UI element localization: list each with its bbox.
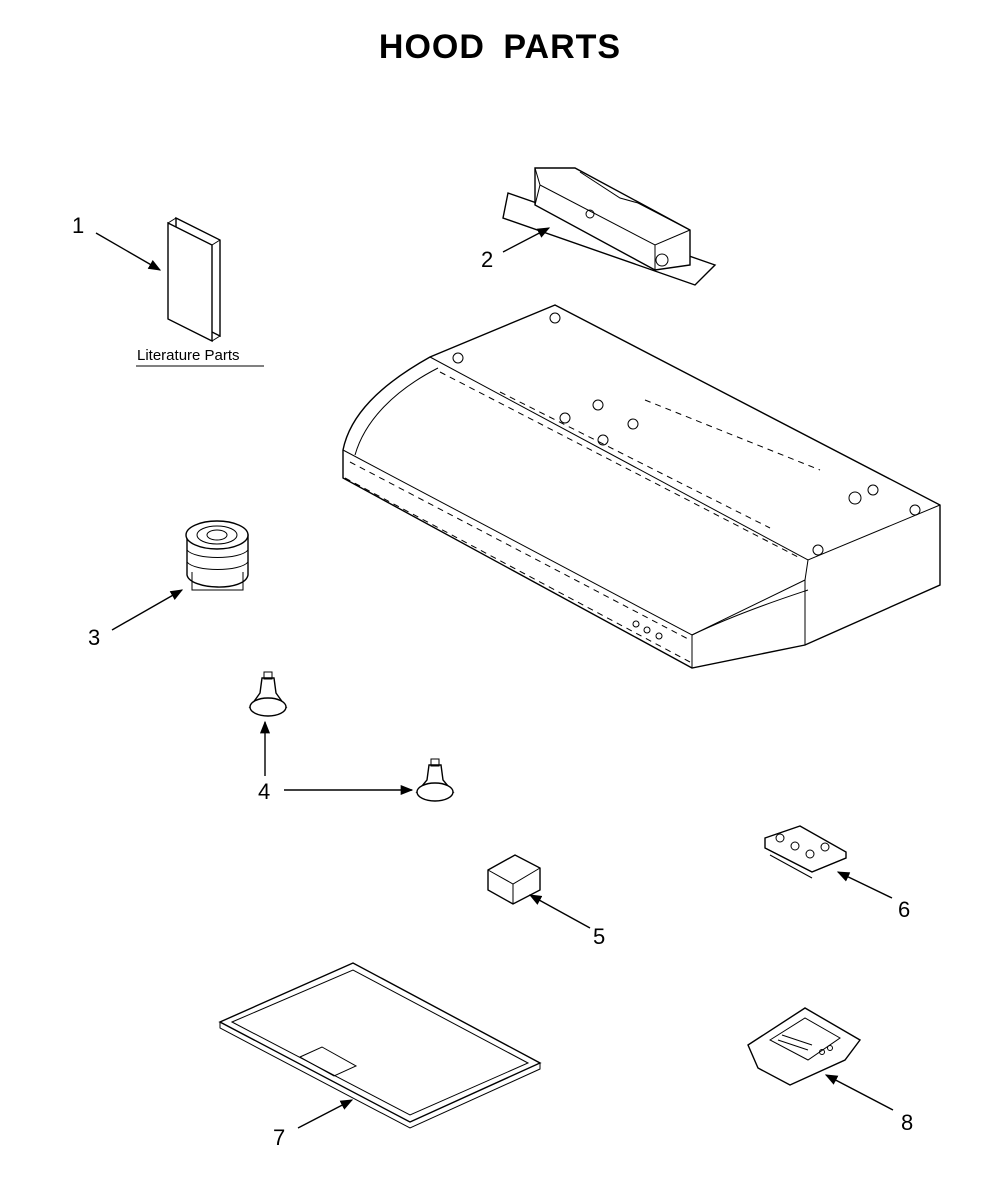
callout-7-label: 7 bbox=[273, 1125, 285, 1150]
callout-2-label: 2 bbox=[481, 247, 493, 272]
callout-2-arrow bbox=[502, 227, 551, 253]
callout-6-label: 6 bbox=[898, 897, 910, 922]
callout-1-label: 1 bbox=[72, 213, 84, 238]
callout-7-arrow bbox=[297, 1099, 354, 1129]
page-title: HOOD PARTS bbox=[378, 28, 622, 66]
callout-1-arrow bbox=[95, 232, 162, 271]
part-3-blower-motor[interactable] bbox=[185, 520, 249, 591]
part-4-light-bulb-b[interactable] bbox=[415, 758, 455, 802]
part-2-damper-assembly[interactable] bbox=[502, 167, 717, 286]
part-6-control-board[interactable] bbox=[764, 825, 847, 879]
callout-8-arrow bbox=[824, 1074, 894, 1111]
range-hood-body[interactable] bbox=[342, 304, 941, 669]
callout-5-label: 5 bbox=[593, 924, 605, 949]
part-1-literature-booklet[interactable] bbox=[167, 216, 221, 343]
part-7-grease-filter[interactable] bbox=[218, 962, 542, 1129]
callout-6-arrow bbox=[836, 871, 893, 899]
part-5-switch-block[interactable] bbox=[487, 854, 541, 905]
callout-3-arrow bbox=[111, 589, 184, 631]
literature-parts-label: Literature Parts bbox=[137, 347, 240, 364]
callout-3-label: 3 bbox=[88, 625, 100, 650]
callout-5-arrow bbox=[528, 894, 591, 929]
callout-8-label: 8 bbox=[901, 1110, 913, 1135]
callout-4-label: 4 bbox=[258, 779, 270, 804]
part-8-parts-bag[interactable] bbox=[747, 1007, 862, 1086]
part-4-light-bulb-a[interactable] bbox=[248, 671, 288, 717]
